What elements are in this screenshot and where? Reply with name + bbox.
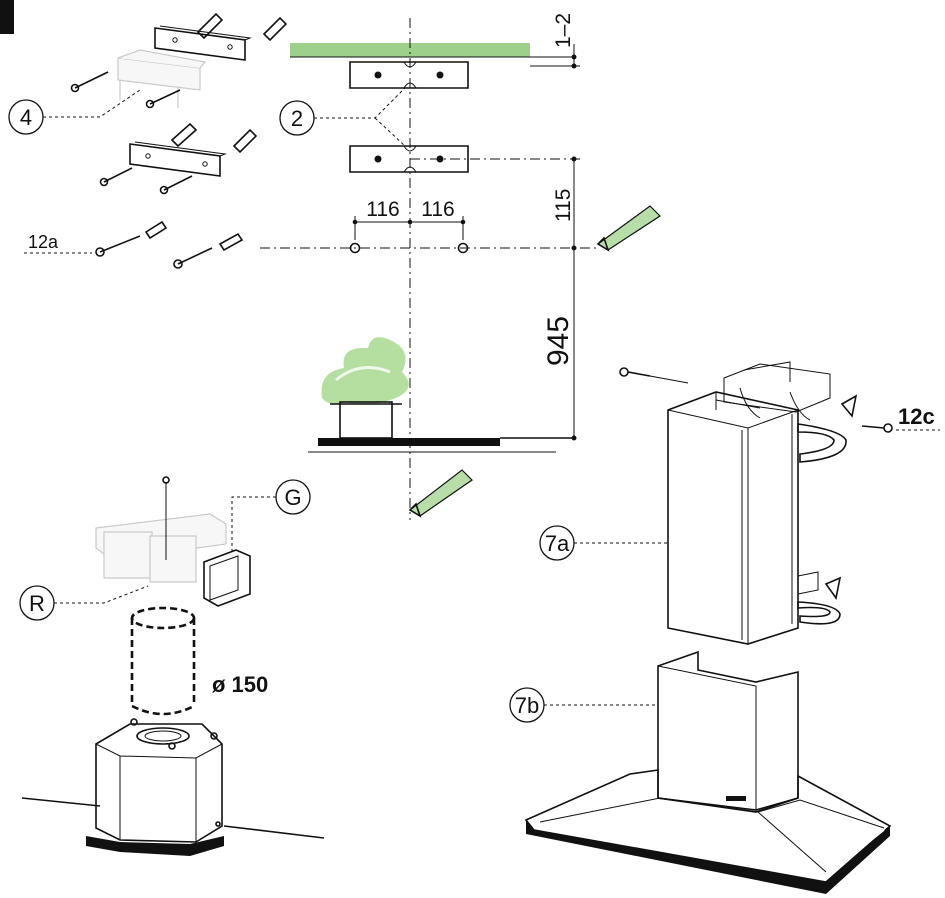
- label-12a-text: 12a: [28, 232, 59, 252]
- bracket-lower-small: [797, 571, 819, 595]
- dimension-vertical: 115 945: [542, 156, 577, 441]
- duct-pipe: [130, 606, 196, 716]
- pencil-icon: [596, 205, 661, 252]
- corner-marker: [0, 0, 14, 34]
- label-r-text: R: [29, 591, 45, 616]
- label-12c-text: 12c: [898, 404, 935, 429]
- chimney-upper-bracket: [723, 361, 831, 421]
- label-g-text: G: [284, 485, 301, 510]
- label-4-text: 4: [20, 105, 32, 130]
- recirculation-kit: [95, 476, 251, 607]
- label-part-12a: 12a: [24, 220, 244, 269]
- rotate-arrow-icon: [797, 394, 858, 463]
- screw-12c: 12c: [861, 404, 940, 433]
- label-part-7b: 7b: [509, 687, 658, 723]
- screw: [70, 71, 181, 109]
- dimension-hole-offset: 116 116: [349, 198, 469, 254]
- hood-7b: [524, 650, 892, 894]
- chimney-7a: [667, 391, 799, 645]
- ceiling-band: [290, 43, 530, 57]
- left-offset-text: 116: [366, 198, 399, 221]
- steam-cloud-icon: [321, 337, 409, 405]
- duct-connector: [203, 549, 251, 607]
- hob: [308, 437, 574, 453]
- label-7a-text: 7a: [545, 531, 570, 556]
- label-part-2: 2: [279, 87, 406, 147]
- label-2-text: 2: [291, 106, 303, 131]
- right-offset-text: 116: [421, 198, 454, 221]
- dimension-gap: 1–2: [530, 13, 580, 69]
- label-7b-text: 7b: [515, 693, 539, 718]
- chimney-bracket-upper: [349, 61, 469, 89]
- bracket-group-upper: [70, 12, 288, 195]
- duct-diameter-text: ø 150: [212, 672, 268, 697]
- label-part-7a: 7a: [539, 525, 668, 561]
- pencil-icon: [408, 469, 473, 518]
- label-part-4: 4: [8, 89, 141, 135]
- label-part-g: G: [231, 479, 311, 552]
- vertical-spacing-text: 115: [552, 189, 575, 222]
- cooking-pot: [330, 401, 402, 439]
- height-above-hob-text: 945: [542, 316, 575, 366]
- rotate-arrow-icon: [797, 576, 842, 625]
- wall-plug: [196, 12, 288, 42]
- label-part-r: R: [19, 585, 149, 621]
- chimney-bracket-lower: [349, 145, 469, 173]
- screw-left: [619, 367, 689, 384]
- gap-dimension-text: 1–2: [552, 13, 575, 48]
- hood-top-box: [21, 718, 325, 856]
